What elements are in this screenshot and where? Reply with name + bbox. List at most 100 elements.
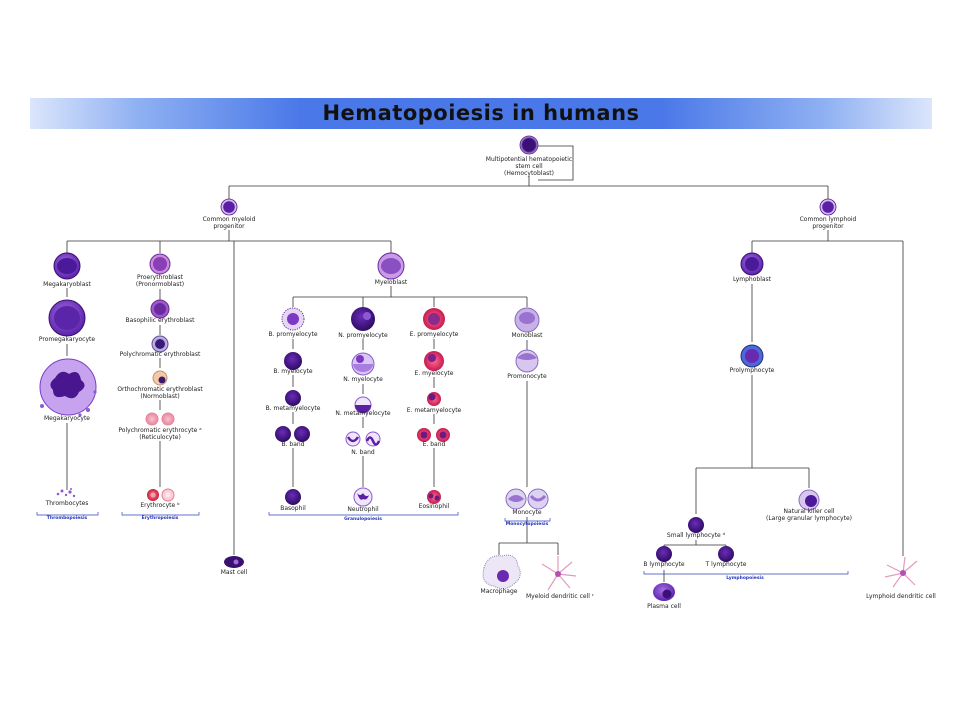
label-mast-cell: Mast cell [221,569,248,576]
cell-mast [224,556,244,568]
label-basophilic-erythroblast: Basophilic erythroblast [126,317,196,324]
label-lymphoblast: Lymphoblast [733,276,772,283]
label-b-lymphocyte: B lymphocyte [643,561,685,568]
label-myeloid-dendritic: Myeloid dendritic cell ᶜ [526,593,594,600]
label-n-promyelocyte: N. promyelocyte [338,332,388,339]
label-cmp: Common myeloid [203,216,256,223]
svg-text:(Large granular lymphocyte): (Large granular lymphocyte) [766,515,852,522]
label-e-band: E. band [423,441,446,448]
label-lymphoid-dendritic: Lymphoid dendritic cell [866,593,936,600]
connector-lines [66,145,904,582]
cell-e-band [417,428,450,442]
cell-n-metamyelocyte [354,396,372,414]
label-promegakaryocyte: Promegakaryocyte [39,336,95,343]
label-macrophage: Macrophage [481,588,518,595]
cell-myeloblast [377,252,405,280]
page-title: Hematopoiesis in humans [322,101,640,125]
cell-b-metamyelocyte [285,390,301,406]
cell-promonocyte [515,349,539,373]
cell-small-lymphocyte [688,517,704,533]
group-label-granulopoiesis: Granulopoiesis [344,516,382,522]
label-orthochromatic-erythroblast: Orthochromatic erythroblast [117,386,203,393]
group-brackets: Thrombopoiesis Erythropoiesis Granulopoi… [36,512,849,581]
label-monocyte: Monocyte [512,509,542,516]
cell-b-lymphocyte [656,546,672,562]
cell-labels: Multipotential hematopoietic stem cell (… [39,156,936,610]
label-b-myelocyte: B. myelocyte [273,368,313,375]
group-label-thrombopoiesis: Thrombopoiesis [47,515,88,521]
label-clp: Common lymphoid [800,216,857,223]
label-plasma-cell: Plasma cell [647,603,681,610]
label-polychromatic-erythroblast: Polychromatic erythroblast [120,351,201,358]
cell-e-metamyelocyte [427,392,441,406]
cell-basophil [285,489,301,505]
label-stem: Multipotential hematopoietic [486,156,572,163]
svg-text:(Normoblast): (Normoblast) [140,393,179,400]
group-label-monocytopoiesis: Monocytopoiesis [506,521,549,527]
label-myeloblast: Myeloblast [375,279,408,286]
group-label-erythropoiesis: Erythropoiesis [142,515,179,521]
cell-b-band [275,426,310,442]
cell-reticulocyte [145,412,175,426]
label-e-myelocyte: E. myelocyte [415,370,454,377]
cell-clp [819,198,837,216]
label-nk-cell: Natural killer cell [784,508,835,515]
label-eosinophil: Eosinophil [419,503,450,510]
label-n-myelocyte: N. myelocyte [343,376,383,383]
label-basophil: Basophil [280,505,306,512]
cell-thrombocytes [56,488,76,498]
cell-nk [798,489,820,511]
cell-eosinophil [427,490,441,504]
svg-text:(Reticulocyte): (Reticulocyte) [139,434,181,441]
label-monoblast: Monoblast [512,332,544,339]
label-small-lymphocyte: Small lymphocyte ᵈ [667,532,726,539]
cell-plasma [653,583,675,601]
cell-b-promyelocyte [281,307,305,331]
cell-monoblast [514,307,540,333]
cell-macrophage [482,554,521,590]
cell-polychromatic-erythroblast [151,335,169,353]
label-erythrocyte: Erythrocyte ᵇ [140,502,180,509]
cell-myeloid-dendritic [541,556,577,591]
label-b-promyelocyte: B. promyelocyte [268,331,317,338]
cell-monocyte [505,488,549,510]
cell-n-band [345,431,381,447]
label-megakaryoblast: Megakaryoblast [43,281,91,288]
cell-stem [519,135,539,155]
label-n-band: N. band [351,449,375,456]
svg-text:(Hemocytoblast): (Hemocytoblast) [504,170,554,177]
label-n-metamyelocyte: N. metamyelocyte [335,410,390,417]
cell-promegakaryocyte [48,299,86,337]
label-b-metamyelocyte: B. metamyelocyte [266,405,321,412]
label-megakaryocyte: Megakaryocyte [44,415,90,422]
svg-text:progenitor: progenitor [812,223,844,230]
cell-b-myelocyte [284,352,302,370]
cell-megakaryocyte [39,358,97,417]
cell-proerythroblast [149,253,171,275]
title-banner [30,98,932,129]
group-label-lymphopoiesis: Lymphopoiesis [726,575,764,581]
label-e-metamyelocyte: E. metamyelocyte [407,407,462,414]
cell-e-promyelocyte [423,308,445,330]
label-neutrophil: Neutrophil [347,506,379,513]
svg-text:(Pronormoblast): (Pronormoblast) [136,281,184,288]
cells [39,135,918,601]
cell-t-lymphocyte [718,546,734,562]
cell-prolymphocyte [740,344,764,368]
label-t-lymphocyte: T lymphocyte [705,561,747,568]
cell-basophilic-erythroblast [150,299,170,319]
cell-lymphoid-dendritic [884,556,918,588]
svg-text:stem cell: stem cell [515,163,543,170]
cell-n-promyelocyte [351,307,375,331]
cell-erythrocyte [147,488,175,502]
label-thrombocytes: Thrombocytes [45,500,89,507]
label-proerythroblast: Proerythroblast [137,274,184,281]
cell-lymphoblast [740,252,764,276]
cell-neutrophil [353,487,373,507]
label-prolymphocyte: Prolymphocyte [730,367,775,374]
label-reticulocyte: Polychromatic erythrocyte ᵃ [118,427,201,434]
label-e-promyelocyte: E. promyelocyte [410,331,459,338]
label-promonocyte: Promonocyte [507,373,547,380]
cell-megakaryoblast [53,252,81,280]
